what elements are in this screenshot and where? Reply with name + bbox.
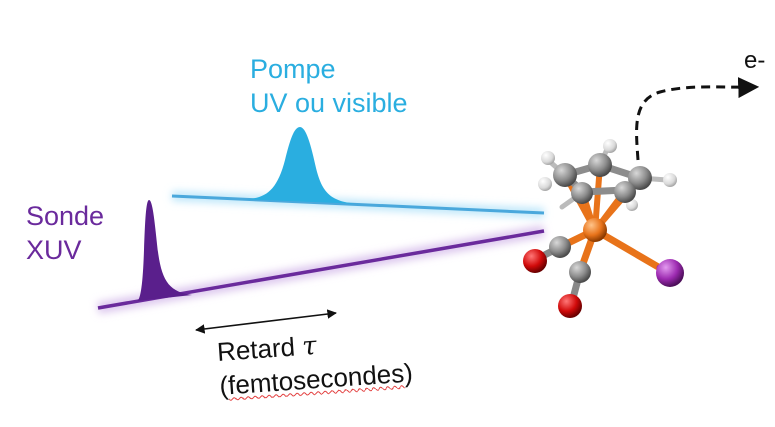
oxygen-atom bbox=[523, 249, 547, 273]
pump-label-line1: Pompe bbox=[250, 54, 336, 84]
carbon-atom bbox=[553, 163, 577, 187]
probe-pulse bbox=[137, 200, 192, 301]
molecule bbox=[523, 139, 684, 318]
carbon-atom bbox=[569, 261, 591, 283]
carbon-atom bbox=[549, 236, 571, 258]
electron-path bbox=[635, 77, 760, 161]
delay-label-prefix: Retard bbox=[216, 331, 304, 367]
metal-atom bbox=[583, 218, 607, 242]
probe-label-line2: XUV bbox=[26, 234, 82, 265]
electron-label: e- bbox=[744, 47, 766, 74]
carbon-atom bbox=[588, 153, 612, 177]
hydrogen-atom bbox=[541, 151, 555, 165]
pump-pulse bbox=[238, 127, 362, 204]
hydrogen-atom bbox=[538, 177, 552, 191]
carbon-atom bbox=[614, 181, 636, 203]
oxygen-atom bbox=[558, 294, 582, 318]
probe-label: Sonde XUV bbox=[26, 200, 104, 268]
pump-label-line2: UV ou visible bbox=[250, 87, 408, 118]
carbon-atom bbox=[628, 166, 652, 190]
probe-beam bbox=[96, 200, 546, 314]
delay-tau-symbol: τ bbox=[301, 331, 318, 362]
hydrogen-atom bbox=[603, 139, 617, 153]
iodine-atom bbox=[656, 259, 684, 287]
carbon-atom bbox=[571, 182, 593, 204]
delay-arrow bbox=[195, 309, 337, 334]
delay-label: Retard τ (femtosecondes) bbox=[216, 322, 414, 401]
probe-label-line1: Sonde bbox=[26, 201, 105, 231]
hydrogen-atom bbox=[663, 173, 677, 187]
pump-beam bbox=[171, 127, 545, 218]
pump-label: Pompe UV ou visible bbox=[250, 53, 408, 121]
pump-beam-line bbox=[171, 194, 545, 215]
